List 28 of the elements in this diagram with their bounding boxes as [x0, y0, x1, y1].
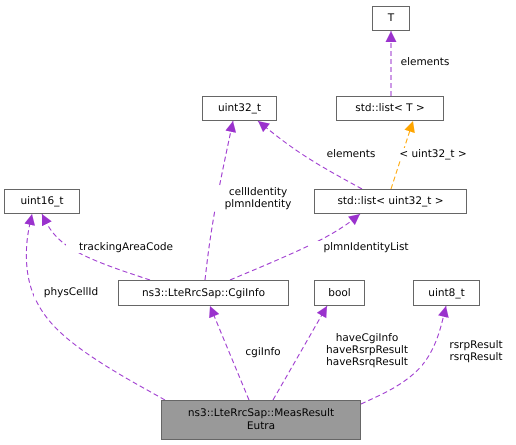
class-name: T — [388, 12, 394, 25]
class-name: ns3::LteRrcSap::CgiInfo — [142, 286, 266, 300]
dependency-arrow — [258, 120, 362, 190]
class-name: ns3::LteRrcSap::MeasResult Eutra — [186, 407, 336, 433]
dependency-arrow — [272, 306, 328, 400]
type-box — [314, 280, 365, 306]
dependency-arrow — [360, 306, 449, 404]
type-box — [314, 189, 467, 214]
class-name: bool — [328, 286, 351, 300]
type-box — [202, 96, 277, 121]
dependency-arrow — [24, 214, 166, 400]
class-box — [161, 400, 361, 440]
type-box — [413, 280, 480, 306]
dependency-arrow — [42, 214, 150, 280]
dependency-arrow — [209, 306, 250, 400]
dependency-arrow — [230, 214, 360, 280]
class-name: std::list< T > — [355, 102, 425, 115]
dependency-arrow — [204, 120, 236, 280]
class-name: uint16_t — [20, 195, 64, 208]
class-name: std::list< uint32_t > — [337, 195, 444, 208]
type-box — [118, 280, 289, 306]
class-name: uint8_t — [428, 286, 465, 300]
type-box — [4, 189, 80, 214]
type-box — [336, 96, 444, 121]
type-box — [372, 6, 410, 31]
dependency-arrow — [390, 120, 415, 190]
dependency-arrow — [386, 30, 396, 96]
class-name: uint32_t — [218, 102, 262, 115]
